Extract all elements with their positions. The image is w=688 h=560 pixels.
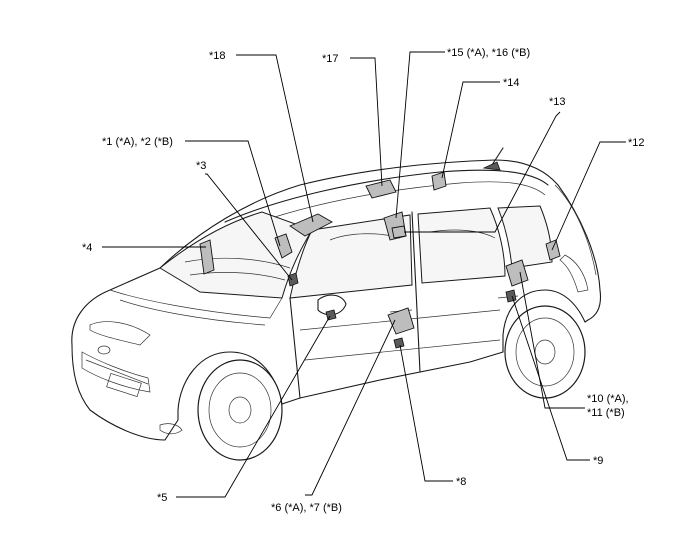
component-8	[393, 337, 405, 349]
callout-3: *3	[196, 160, 206, 172]
component-18	[289, 213, 333, 237]
component-12	[545, 239, 561, 261]
callout-6-7: *6 (*A), *7 (*B)	[271, 502, 342, 514]
leader-10-11	[519, 271, 585, 409]
callout-15-16: *15 (*A), *16 (*B)	[447, 47, 530, 59]
rear-side-window	[417, 207, 506, 284]
component-9	[505, 289, 517, 303]
vehicle-body-outline	[71, 159, 602, 441]
callout-9: *9	[593, 455, 603, 467]
leader-lines	[102, 51, 626, 498]
leader-17	[350, 57, 383, 187]
component-6-7	[387, 307, 415, 335]
callout-10-11-line2: *11 (*B)	[587, 407, 625, 419]
leader-12	[551, 141, 626, 251]
windshield	[159, 211, 313, 299]
emblem	[97, 345, 111, 355]
headlamp	[89, 321, 151, 346]
hood	[109, 289, 283, 319]
leader-18	[236, 54, 314, 223]
callout-8: *8	[456, 476, 466, 488]
leader-9	[511, 295, 590, 461]
callout-13: *13	[549, 96, 566, 108]
leader-15-16	[395, 51, 445, 219]
leader-8	[399, 344, 453, 482]
callout-1-2: *1 (*A), *2 (*B)	[102, 136, 173, 148]
leader-5	[176, 315, 331, 498]
component-14	[431, 171, 447, 191]
callout-10-11-line1: *10 (*A),	[587, 393, 629, 405]
components	[199, 171, 561, 349]
component-3	[287, 272, 299, 287]
quarter-window	[497, 205, 553, 269]
license-plate	[106, 372, 142, 398]
callout-5: *5	[157, 492, 167, 504]
leader-6-7	[305, 319, 396, 496]
component-1-2	[274, 233, 293, 259]
callout-18: *18	[209, 50, 226, 62]
callout-14: *14	[503, 77, 520, 89]
fog-lamp	[159, 423, 183, 435]
rear-wheel	[504, 305, 586, 399]
component-5	[325, 309, 337, 321]
leader-14	[441, 81, 500, 179]
component-17	[365, 179, 397, 199]
rear-lamp	[559, 254, 589, 293]
leader-3	[205, 173, 293, 281]
roof-line	[224, 169, 549, 223]
callout-labels: *18 *17 *15 (*A), *16 (*B) *14 *13 *12 *…	[82, 47, 645, 514]
side-mirror	[317, 294, 347, 316]
leader-1-2	[185, 140, 281, 247]
front-grille	[81, 351, 151, 393]
callout-4: *4	[82, 242, 92, 254]
leader-13	[404, 111, 561, 233]
component-10-11	[505, 259, 529, 287]
front-wheel	[197, 359, 283, 461]
callout-17: *17	[322, 53, 339, 65]
callout-12: *12	[628, 137, 645, 149]
vehicle-illustration	[71, 147, 602, 461]
component-13	[391, 225, 407, 239]
component-4	[199, 239, 215, 275]
